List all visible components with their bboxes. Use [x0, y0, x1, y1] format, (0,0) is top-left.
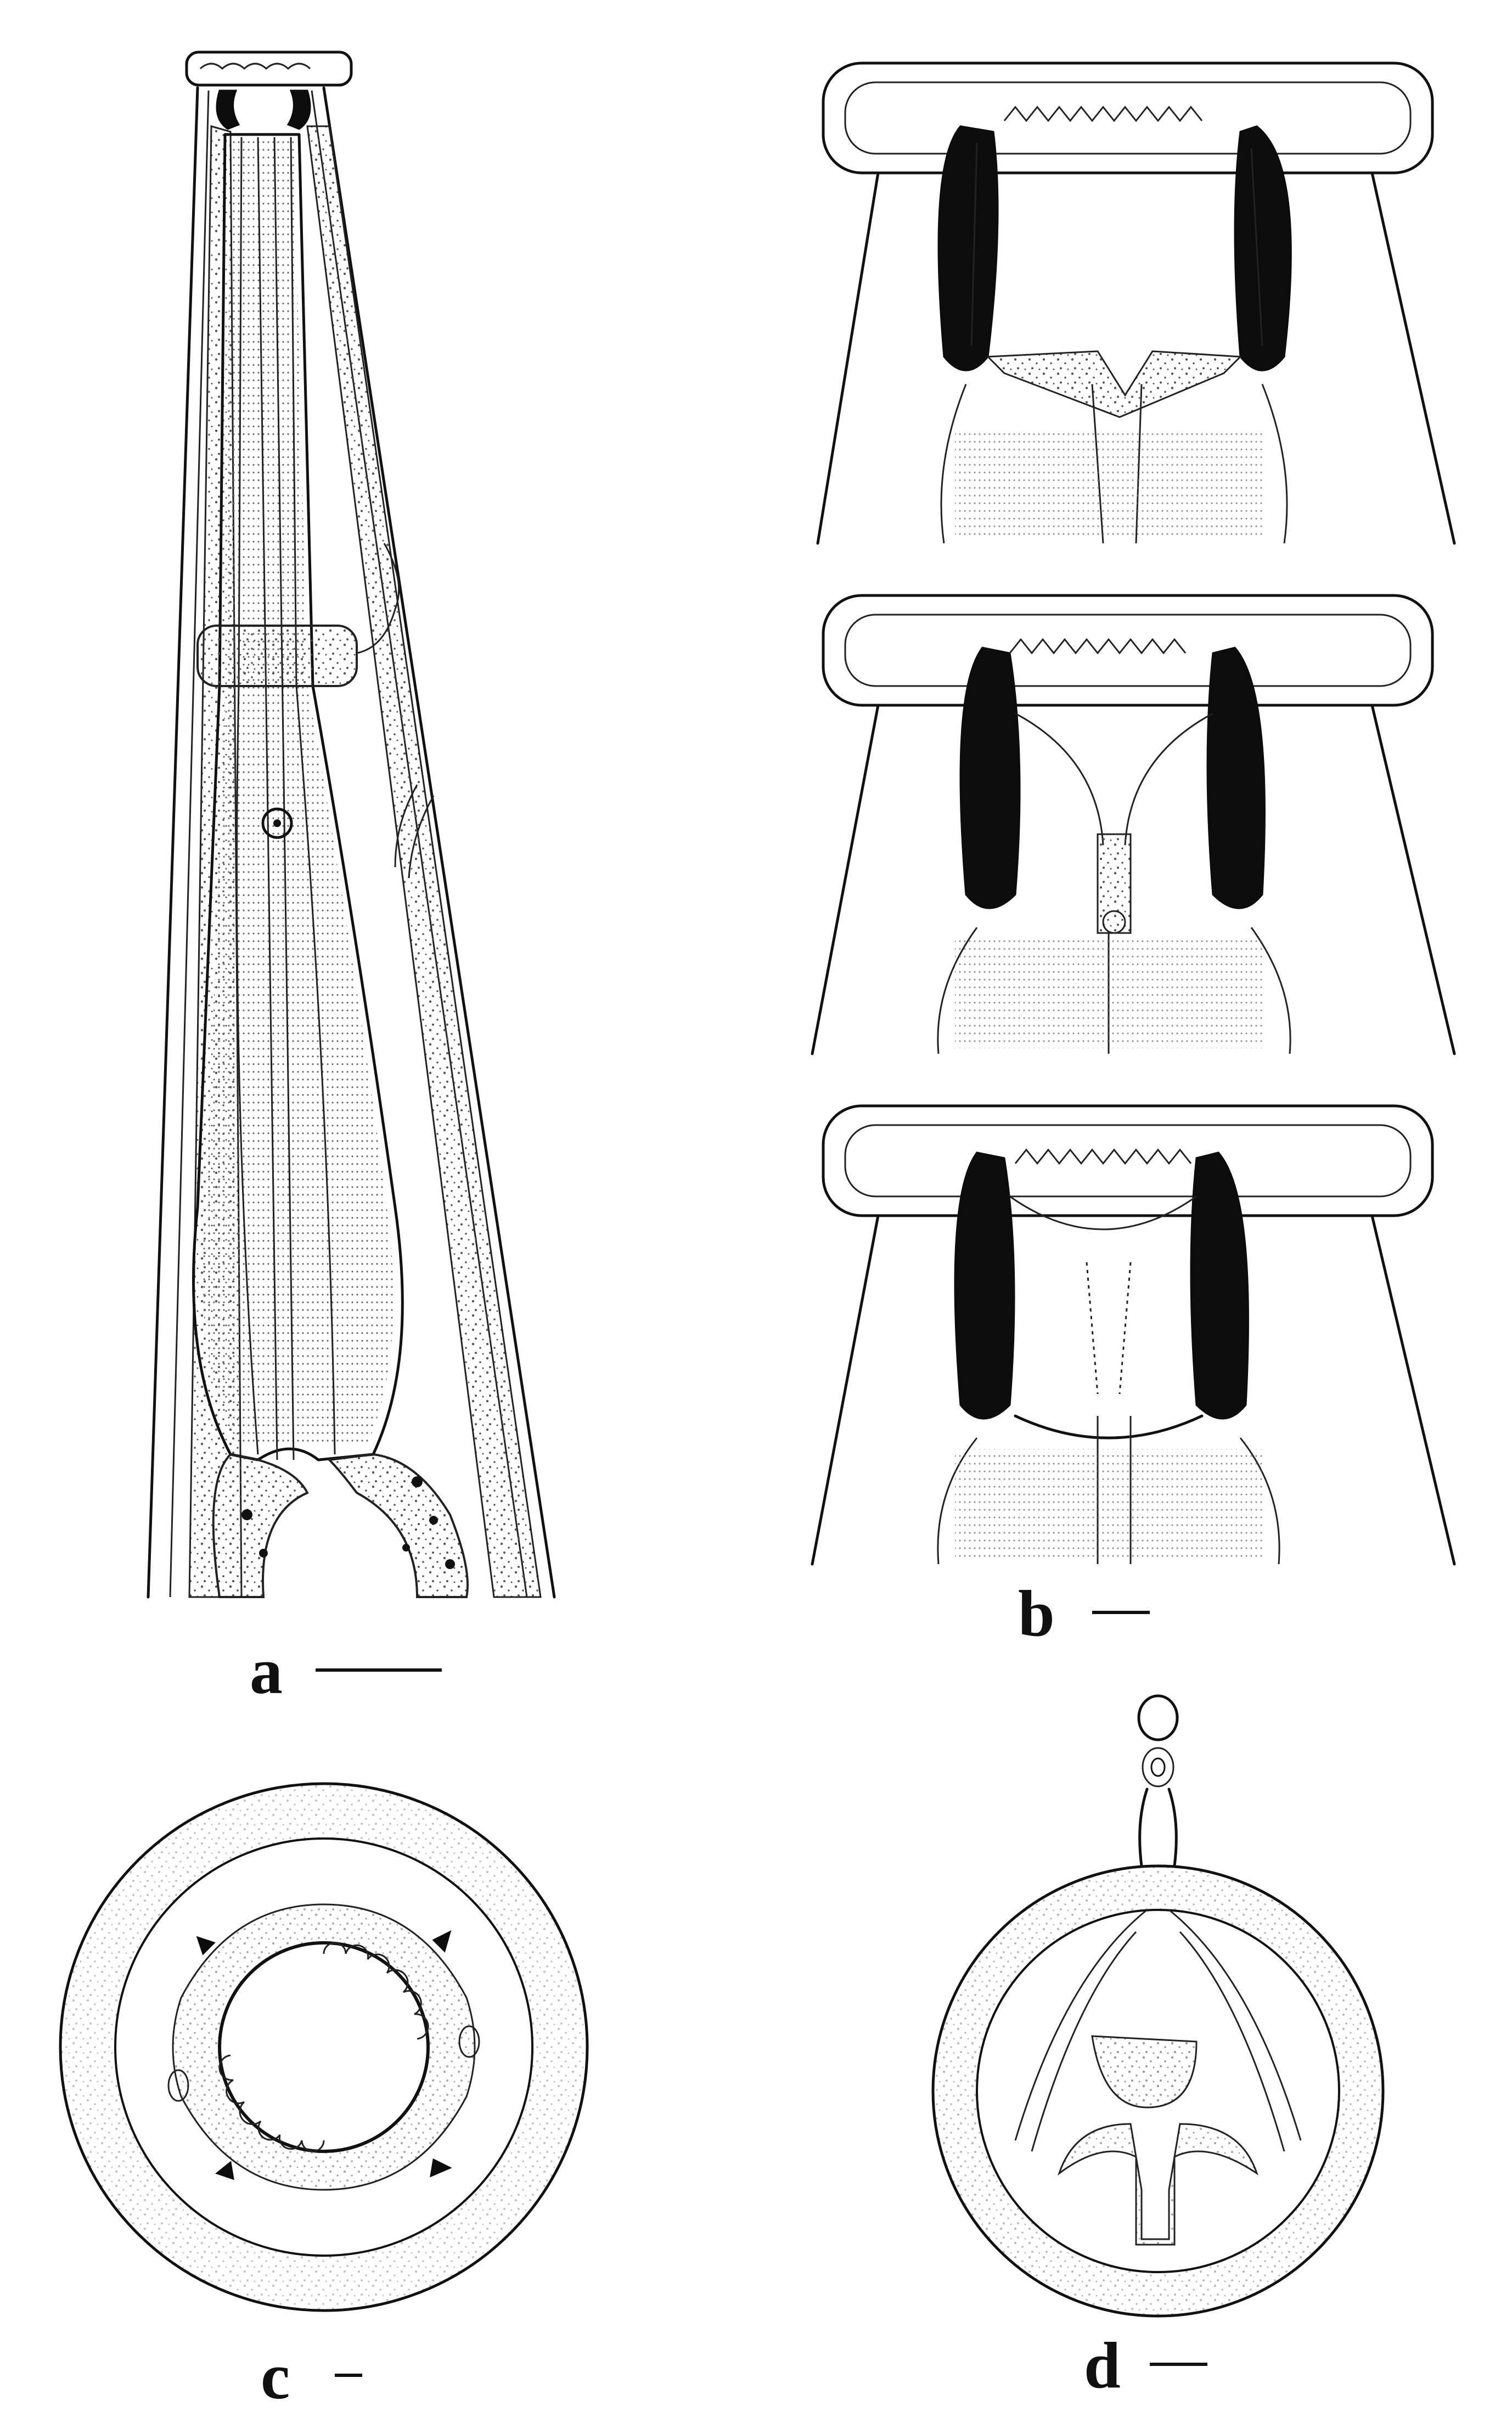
panel-label-c: c [261, 2340, 290, 2413]
body-cuticle-outer-right [322, 86, 556, 1599]
scale-bar-a [316, 1668, 442, 1672]
head-view-3 [811, 1104, 1456, 1566]
lip-dentition [199, 63, 311, 70]
papilla-stalk [1138, 1787, 1178, 1868]
head-cap [185, 50, 353, 87]
panel-c-drawing [59, 1782, 589, 2312]
buccal-floor [986, 350, 1243, 418]
mandible-right [1234, 125, 1292, 372]
scale-bar-d [1150, 2363, 1207, 2366]
nerve-ring-connective [356, 543, 400, 654]
panel-a-drawing [147, 50, 556, 1599]
pharyngeal-lumen [257, 137, 295, 1460]
panel-label-b: b [1018, 1577, 1055, 1650]
odontia [216, 89, 311, 130]
amphid-right [458, 2025, 480, 2058]
head-bulb [822, 1104, 1434, 1217]
mandible-left [937, 125, 999, 372]
body-wall-1 [816, 171, 1456, 545]
excretory-duct [394, 784, 418, 868]
papilla-head [1137, 1694, 1179, 1741]
lateral-chords [1014, 1909, 1302, 2152]
excretory-pore-center [273, 819, 281, 827]
body-cuticle-outer [147, 86, 199, 1599]
amphid-left [167, 2069, 189, 2102]
head-view-2 [811, 594, 1456, 1055]
excretory-pore [261, 807, 293, 839]
excretory-duct-2 [408, 795, 435, 879]
pharynx-outline [192, 133, 404, 1461]
scale-bar-b [1092, 1611, 1150, 1614]
pharynx-striation [203, 140, 394, 1443]
ventral-organ [1058, 2123, 1258, 2246]
pharynx-internal-line-left [236, 137, 259, 1455]
panel-label-d: d [1084, 2329, 1121, 2402]
head-bulb [822, 594, 1434, 707]
nerve-ring [196, 625, 358, 687]
oral-teeth [323, 1942, 429, 2040]
panel-d-drawing [931, 1694, 1385, 2318]
cuticle-inner-line-left [169, 90, 210, 1598]
pharynx-top-1 [940, 384, 1288, 544]
head-view-1 [816, 61, 1456, 545]
odontia-marks [196, 1930, 452, 2180]
oral-aperture [218, 1941, 430, 2153]
panel-b-drawing [811, 61, 1456, 1566]
panel-label-a: a [250, 1634, 283, 1707]
scale-bar-c [335, 2374, 362, 2377]
head-bulb [822, 61, 1434, 175]
tooth-row [1003, 105, 1203, 122]
pharynx-internal-line-right [290, 137, 336, 1455]
hypodermis-right [306, 125, 542, 1598]
intestine-right [327, 1453, 469, 1598]
head-bulb-inner [844, 81, 1412, 155]
intestine-left [212, 1453, 309, 1598]
lumen-sac [1091, 2035, 1198, 2109]
